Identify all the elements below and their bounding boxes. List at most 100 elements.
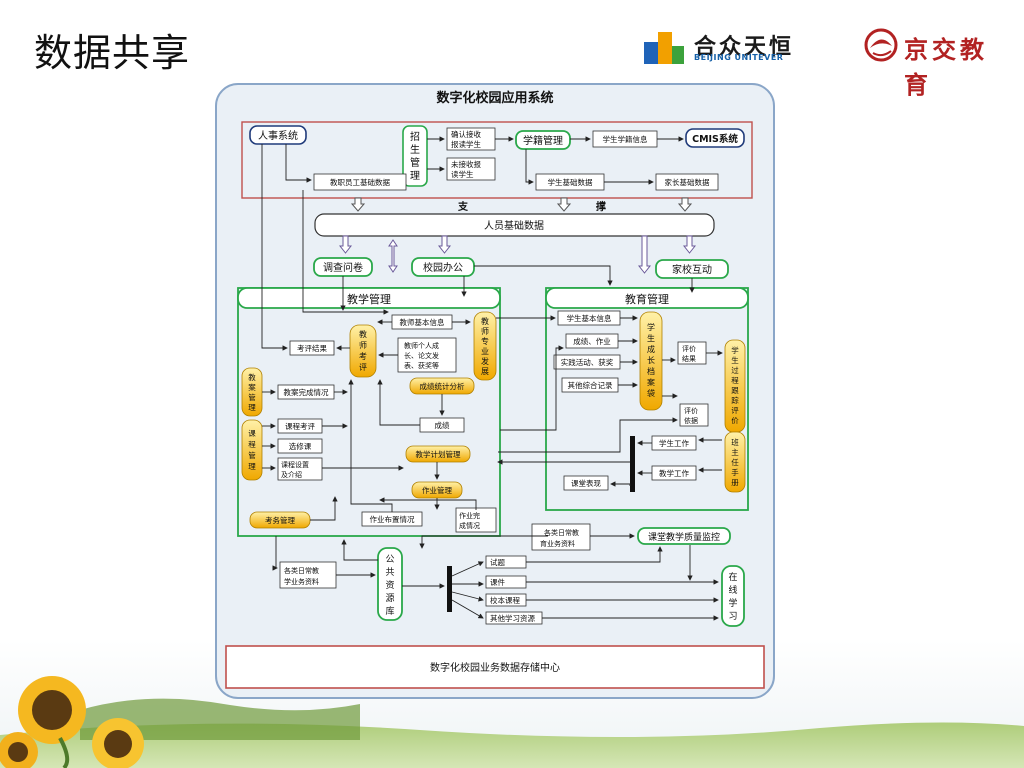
sunflower-icon [0,676,144,768]
svg-text:理: 理 [248,462,256,471]
svg-text:跟: 跟 [731,386,739,395]
class-performance-label: 课堂表现 [571,478,601,488]
svg-text:生: 生 [410,143,420,156]
vertical-bar [630,436,635,492]
teaching-title-bar [237,287,501,309]
student-record-info-label: 学生学籍信息 [603,134,648,144]
svg-text:公: 公 [385,554,394,565]
class-handbook-box [724,431,746,493]
score-analysis-label: 成绩统计分析 [420,381,465,391]
svg-text:业: 业 [481,346,489,356]
svg-text:任: 任 [731,457,739,467]
cmis-box [685,128,745,148]
teacher-personal-label: 教师个人成 [404,341,439,350]
svg-text:管: 管 [248,450,256,460]
edu-eval-result-label: 评价 [682,345,696,353]
hr-system-box [249,125,307,145]
course-mgmt-box [241,419,263,481]
not-confirm-label: 未接收报 [451,159,481,169]
unitever-logo-icon [644,32,684,64]
logo-area: 合众天恒 BEIJING UNITEVER 京交教育 [642,28,1002,99]
svg-text:发: 发 [481,356,489,366]
svg-text:管: 管 [248,392,256,402]
plan-mgmt-label: 教学计划管理 [416,449,461,459]
homework-done-label: 作业完 [459,511,480,520]
other-records-label: 其他综合记录 [568,380,613,390]
svg-text:师: 师 [359,340,367,350]
education-title-bar [545,287,749,309]
svg-text:踪: 踪 [731,395,739,405]
svg-text:课: 课 [248,429,256,438]
svg-text:师: 师 [481,326,489,336]
svg-text:程: 程 [731,376,739,385]
score-homework-label: 成绩、作业 [573,336,611,346]
quality-monitor-label: 课堂教学质量监控 [648,531,720,543]
not-confirm-box [446,157,496,181]
svg-text:管: 管 [410,156,420,169]
svg-text:及介绍: 及介绍 [281,470,302,479]
student-work-label: 学生工作 [659,438,689,448]
campus-office-box [411,257,475,277]
eval-result-box [289,340,335,356]
teacher-eval-box [349,324,377,378]
svg-text:源: 源 [385,593,394,604]
course-setting-label: 课程设置 [281,460,309,469]
svg-text:库: 库 [385,605,394,617]
svg-text:班: 班 [731,437,739,447]
teaching-work-label: 教学工作 [659,468,689,478]
slide-title: 数据共享 [34,31,191,75]
cmis-label: CMIS系统 [692,133,738,145]
data-center-label: 数字化校园业务数据存储中心 [430,661,560,674]
teacher-dev-box [473,311,497,381]
partner-name: 京交教育 [904,35,988,99]
online-learning-box [721,565,745,627]
exam-mgmt-label: 考务管理 [265,515,295,525]
education-title: 教育管理 [625,292,669,306]
svg-text:报读学生: 报读学生 [451,139,481,149]
campus-office-label: 校园办公 [423,261,463,274]
edu-student-basic-label: 学生基本信息 [567,313,612,323]
data-center-box [225,645,765,689]
student-status-label: 学籍管理 [523,134,563,147]
parent-basic-box [655,173,719,191]
homework-mgmt-label: 作业管理 [422,485,452,495]
svg-text:长: 长 [647,355,655,365]
test-items-label: 试题 [490,557,505,567]
svg-text:主: 主 [731,447,739,457]
svg-text:价: 价 [731,416,739,425]
svg-text:手: 手 [731,467,739,477]
top-systems-frame [241,121,753,199]
other-resource-label: 其他学习资源 [490,613,535,623]
svg-text:在: 在 [728,571,737,583]
score-label: 成绩 [435,420,450,430]
svg-text:评: 评 [731,406,739,415]
svg-text:学: 学 [728,597,737,609]
svg-text:专: 专 [481,336,489,346]
diagram-panel [215,83,775,699]
class-performance-box [563,475,609,491]
svg-text:成情况: 成情况 [459,521,480,530]
home-school-label: 家校互动 [672,263,712,276]
survey-label: 调查问卷 [323,261,363,274]
school-course-label: 校本课程 [490,595,520,605]
svg-text:招: 招 [410,130,420,143]
eval-result-label: 考评结果 [297,343,327,353]
svg-text:长、论文发: 长、论文发 [404,351,439,360]
staff-basic-box [313,173,407,191]
svg-text:学: 学 [647,322,655,332]
daily-data-left-label: 各类日常教 [284,566,319,575]
svg-text:学: 学 [731,345,739,355]
teacher-personal-box [397,337,457,373]
svg-text:理: 理 [248,403,256,412]
svg-text:展: 展 [481,367,489,376]
svg-text:程: 程 [248,440,256,449]
person-data-label: 人员基础数据 [484,219,544,232]
lesson-plan-done-label: 教案完成情况 [284,387,329,397]
partner-logo-icon [864,28,898,62]
elective-label: 选修课 [289,441,312,451]
elective-box [277,438,323,454]
